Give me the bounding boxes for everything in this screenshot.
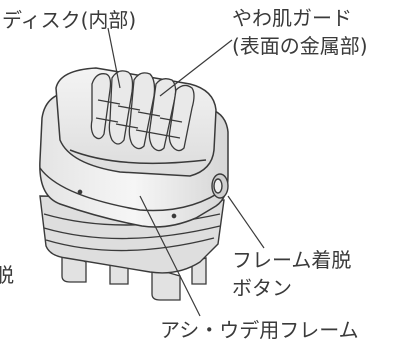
label-disk: ディスク(内部) <box>2 8 137 32</box>
label-guard: やわ肌ガード <box>232 6 352 30</box>
label-release-button-line2: ボタン <box>232 276 292 300</box>
label-release-button: フレーム着脱 <box>232 248 352 272</box>
label-guard-detail: (表面の金属部) <box>232 34 368 58</box>
frame-release-button <box>211 173 229 199</box>
label-frame: アシ・ウデ用フレーム <box>160 318 359 342</box>
leader-lines <box>107 27 265 317</box>
guard-slots <box>90 70 195 152</box>
label-cut-off: 脱 <box>0 263 14 287</box>
